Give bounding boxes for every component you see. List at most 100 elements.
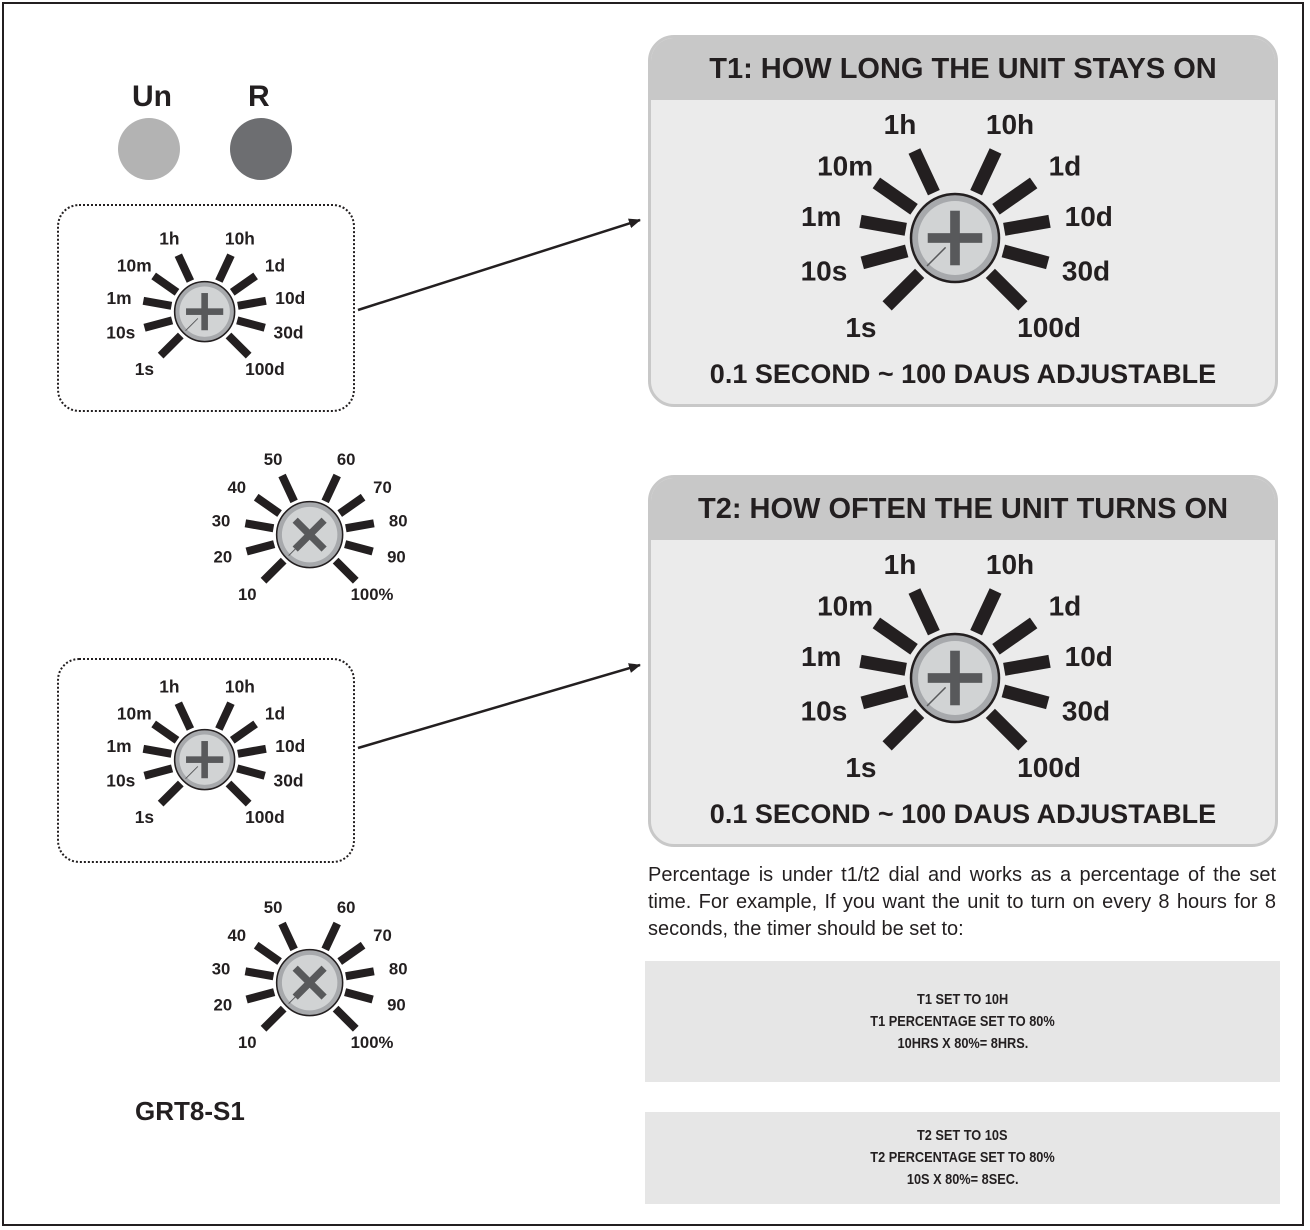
dial-label: 80: [389, 512, 408, 531]
knob-slot: [201, 293, 209, 331]
dial-label: 10s: [107, 323, 136, 343]
dial-label: 10s: [107, 771, 136, 791]
dial-label: 20: [214, 996, 233, 1015]
dial-label: 50: [264, 450, 283, 469]
dial-label: 30: [212, 960, 231, 979]
dial-spoke: [872, 617, 918, 655]
dial-spoke: [261, 558, 287, 584]
dial-label: 10h: [225, 677, 255, 697]
dial-spoke: [143, 316, 174, 333]
dial-spoke: [860, 244, 909, 270]
t2-panel-footer: 0.1 SECOND ~ 100 DAUS ADJUSTABLE: [709, 799, 1217, 829]
dial-label: 90: [387, 548, 406, 567]
knob-pointer: [926, 246, 947, 267]
dial-spoke: [992, 617, 1038, 655]
dial-spoke: [345, 519, 375, 533]
dial-spoke: [882, 268, 925, 311]
dial-spoke: [215, 253, 235, 284]
dial-label: 80: [389, 960, 408, 979]
dial-spoke: [225, 780, 252, 807]
dial-label: 100d: [1017, 312, 1081, 343]
dial-label: 40: [228, 926, 247, 945]
t1-panel-footer: 0.1 SECOND ~ 100 DAUS ADJUSTABLE: [709, 359, 1217, 389]
dial-label: 30: [212, 512, 231, 531]
dial-spoke: [985, 708, 1028, 751]
dial-spoke: [215, 701, 235, 732]
dial-label: 1d: [265, 704, 285, 724]
dial-label: 10m: [117, 704, 152, 724]
dial-label: 10: [238, 1033, 257, 1052]
dial-spoke: [321, 922, 342, 952]
t1-panel-title: T1: HOW LONG THE UNIT STAYS ON: [651, 38, 1275, 100]
dial-spoke: [333, 1006, 359, 1032]
dial-label: 30d: [1062, 696, 1110, 727]
t1-calculation-box: T1 SET TO 10H T1 PERCENTAGE SET TO 80% 1…: [645, 961, 1280, 1082]
dial-spoke: [985, 268, 1028, 311]
dial-label: 60: [337, 450, 356, 469]
dial-spoke: [872, 177, 918, 215]
t2-calc-line-2: T2 PERCENTAGE SET TO 80%: [870, 1149, 1055, 1166]
dial-label: 100%: [351, 585, 394, 604]
dial-spoke: [278, 474, 299, 504]
dial-spoke: [1003, 654, 1051, 676]
dial-label: 50: [264, 898, 283, 917]
dial-spoke: [345, 967, 375, 981]
dial-label: 10m: [117, 256, 152, 276]
dial-spoke: [321, 474, 342, 504]
led-r-label: R: [248, 80, 270, 113]
dial-spoke: [908, 588, 940, 636]
led-un-indicator: [118, 118, 180, 180]
dial-label: 10s: [801, 256, 848, 287]
dial-label: 1s: [845, 752, 876, 783]
dial-label: 1m: [107, 736, 132, 756]
knob-pointer: [288, 990, 303, 1005]
knob-pointer: [926, 686, 947, 707]
dial-spoke: [254, 942, 283, 966]
dial-spoke: [245, 967, 275, 981]
t2-panel-title: T2: HOW OFTEN THE UNIT TURNS ON: [651, 478, 1275, 540]
dial-label: 90: [387, 996, 406, 1015]
dial-spoke: [859, 654, 907, 676]
dial-label: 10h: [986, 109, 1034, 140]
dial-label: 60: [337, 898, 356, 917]
t2-calc-line-1: T2 SET TO 10S: [917, 1127, 1008, 1144]
dial-spoke: [151, 272, 180, 296]
t1-dial-highlight-box: [57, 204, 355, 412]
dial-label: 100d: [1017, 752, 1081, 783]
dial-label: 10d: [1065, 201, 1113, 232]
dial-label: 1d: [1049, 591, 1082, 622]
dial-label: 10m: [817, 591, 873, 622]
dial-spoke: [158, 332, 185, 359]
t1-calc-line-2: T1 PERCENTAGE SET TO 80%: [870, 1012, 1055, 1030]
dial-spoke: [1003, 214, 1051, 236]
dial-spoke: [333, 558, 359, 584]
dial-label: 30d: [274, 771, 304, 791]
dial-spoke: [175, 701, 195, 732]
dial-label: 30d: [274, 323, 304, 343]
dial-label: 1m: [107, 288, 132, 308]
dial-label: 1d: [1049, 151, 1082, 182]
dial-label: 10h: [225, 229, 255, 249]
t1-arrow: [357, 218, 641, 312]
dial-spoke: [970, 148, 1002, 196]
led-un-label: Un: [132, 80, 172, 113]
dial-spoke: [175, 253, 195, 284]
dial-spoke: [236, 316, 267, 333]
dial-spoke: [261, 1006, 287, 1032]
dial-label: 1d: [265, 256, 285, 276]
dial-label: 100d: [245, 359, 285, 379]
dial-label: 10s: [801, 696, 848, 727]
dial-spoke: [344, 988, 375, 1004]
dial-spoke: [143, 764, 174, 781]
dial-label: 20: [214, 548, 233, 567]
dial-spoke: [337, 942, 366, 966]
model-number: GRT8-S1: [135, 1096, 245, 1126]
